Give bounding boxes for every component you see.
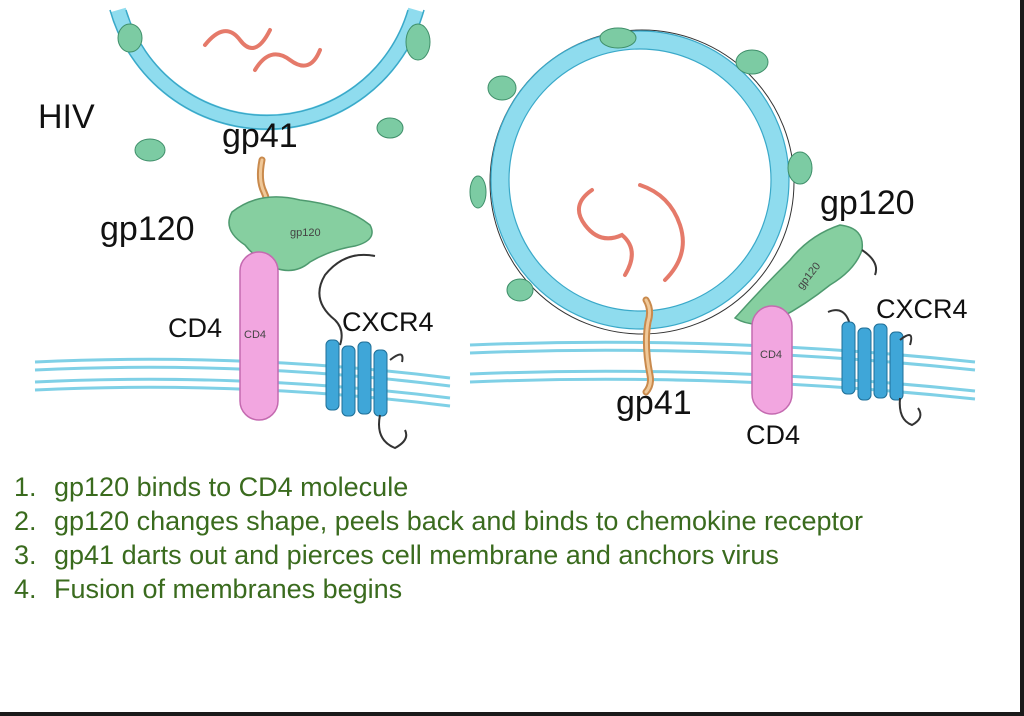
- left-cxcr4-tail: [318, 253, 376, 346]
- right-gp120-label: gp120: [820, 184, 915, 222]
- left-cxcr4-bottom-tail: [378, 414, 408, 450]
- left-gp120-shape: [228, 196, 373, 272]
- hiv-label: HIV: [38, 98, 95, 136]
- right-rna-strands: [576, 183, 685, 282]
- right-cxcr4-helices: [841, 321, 904, 401]
- left-gp41-label: gp41: [222, 117, 298, 155]
- left-cd4-shape: [239, 251, 279, 421]
- right-cxcr4-label: CXCR4: [876, 294, 968, 324]
- left-cd4-inner-label: CD4: [244, 329, 266, 341]
- right-cd4-shape: [751, 305, 793, 415]
- left-gp120-inner-label: gp120: [290, 227, 321, 239]
- right-cd4-label: CD4: [746, 420, 800, 450]
- left-cxcr4-helices: [325, 339, 388, 417]
- hiv-fusion-diagram: gp120 CD4 HIV gp41 gp120 CD4 CXCR4: [34, 7, 976, 450]
- step-number: 2.: [14, 506, 37, 536]
- left-panel: gp120 CD4 HIV gp41 gp120 CD4 CXCR4: [34, 7, 451, 450]
- step-item: 4. Fusion of membranes begins: [14, 572, 1014, 606]
- right-cd4-inner-label: CD4: [760, 349, 782, 361]
- left-cd4-label: CD4: [168, 313, 222, 343]
- right-envelope-spikes: [469, 27, 813, 302]
- left-envelope-spikes: [117, 23, 431, 162]
- step-number: 4.: [14, 574, 37, 604]
- left-cxcr4-label: CXCR4: [342, 307, 434, 337]
- left-hiv-envelope: [109, 7, 425, 131]
- step-item: 3. gp41 darts out and pierces cell membr…: [14, 538, 1014, 572]
- step-text: gp120 changes shape, peels back and bind…: [54, 506, 864, 536]
- left-gp120-label: gp120: [100, 210, 195, 248]
- right-hiv-envelope: [489, 29, 795, 335]
- right-cxcr4-bottom-tail: [898, 397, 922, 427]
- right-cell-membrane: [469, 340, 976, 401]
- step-number: 3.: [14, 540, 37, 570]
- step-text: Fusion of membranes begins: [54, 574, 403, 604]
- step-text: gp41 darts out and pierces cell membrane…: [54, 540, 779, 570]
- step-item: 1. gp120 binds to CD4 molecule: [14, 470, 1014, 504]
- left-rna-strands: [203, 28, 322, 72]
- step-number: 1.: [14, 472, 37, 502]
- fusion-steps-list: 1. gp120 binds to CD4 molecule 2. gp120 …: [14, 470, 1014, 606]
- step-text: gp120 binds to CD4 molecule: [54, 472, 409, 502]
- right-panel: gp120 CD4 gp120 CXCR4 gp41 CD4: [469, 27, 976, 450]
- right-gp41-label: gp41: [616, 384, 692, 422]
- step-item: 2. gp120 changes shape, peels back and b…: [14, 504, 1014, 538]
